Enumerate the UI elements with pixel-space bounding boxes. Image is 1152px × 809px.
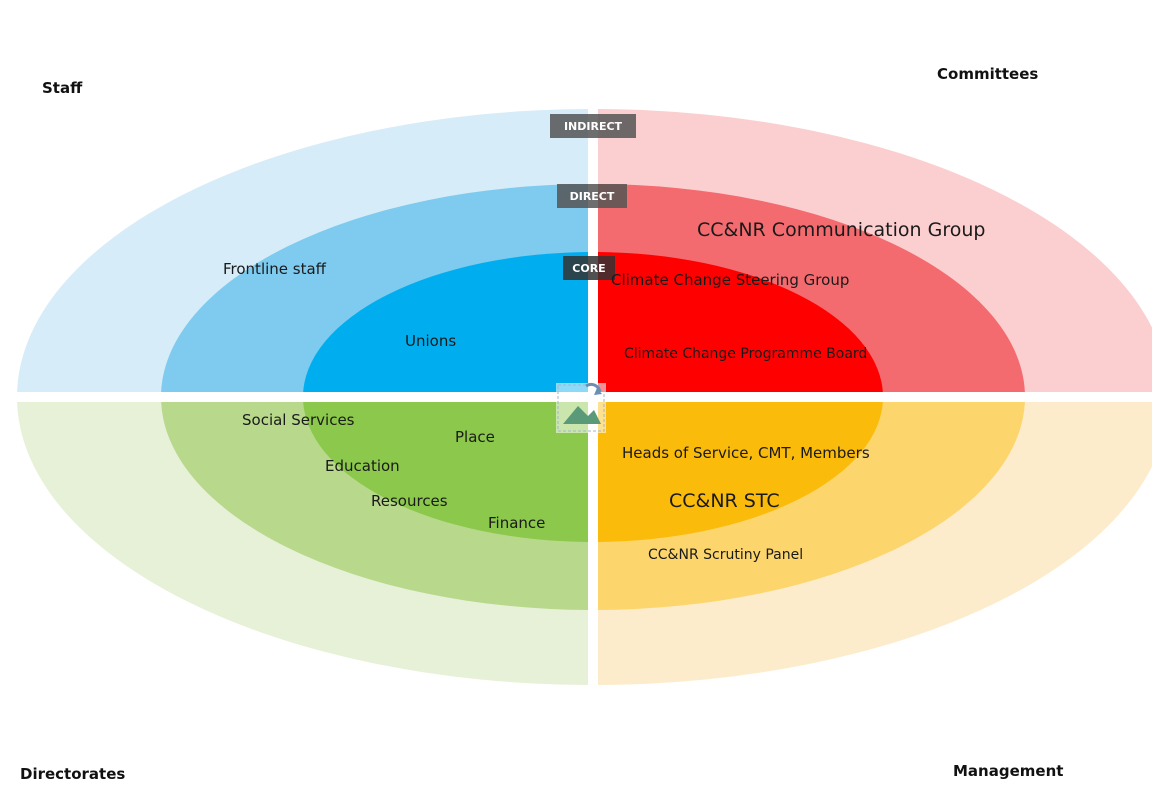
directorates-inner-ring xyxy=(303,402,588,542)
ring-tag-direct-label: DIRECT xyxy=(570,190,615,203)
directorates-quadrant xyxy=(17,402,588,685)
image-placeholder-icon xyxy=(556,382,606,433)
committees-inner-ring xyxy=(598,252,883,392)
quadrant-label-staff: Staff xyxy=(42,79,83,97)
ring-tag-indirect: INDIRECT xyxy=(550,114,636,138)
item-education: Education xyxy=(325,457,400,475)
item-programme-board: Climate Change Programme Board xyxy=(624,346,867,362)
ring-tag-core: CORE xyxy=(563,256,615,280)
item-finance: Finance xyxy=(488,514,545,532)
item-heads-of-service: Heads of Service, CMT, Members xyxy=(622,444,870,462)
item-resources: Resources xyxy=(371,492,448,510)
staff-quadrant xyxy=(17,109,588,392)
item-place: Place xyxy=(455,428,495,446)
management-inner-ring xyxy=(598,402,883,542)
ring-tag-indirect-label: INDIRECT xyxy=(564,120,623,133)
item-communication-group: CC&NR Communication Group xyxy=(697,219,985,241)
quadrant-label-directorates: Directorates xyxy=(20,765,125,783)
staff-inner-ring xyxy=(303,252,588,392)
management-quadrant xyxy=(598,402,1152,685)
ring-tag-direct: DIRECT xyxy=(557,184,627,208)
item-social-services: Social Services xyxy=(242,411,355,429)
quadrant-label-committees: Committees xyxy=(937,65,1038,83)
ring-tag-core-label: CORE xyxy=(572,262,605,275)
committees-quadrant xyxy=(598,109,1152,392)
item-frontline-staff: Frontline staff xyxy=(223,260,327,278)
item-ccnr-stc: CC&NR STC xyxy=(669,490,780,512)
item-unions: Unions xyxy=(405,332,456,350)
quadrant-label-management: Management xyxy=(953,762,1063,780)
item-scrutiny-panel: CC&NR Scrutiny Panel xyxy=(648,547,803,563)
item-steering-group: Climate Change Steering Group xyxy=(611,271,849,289)
